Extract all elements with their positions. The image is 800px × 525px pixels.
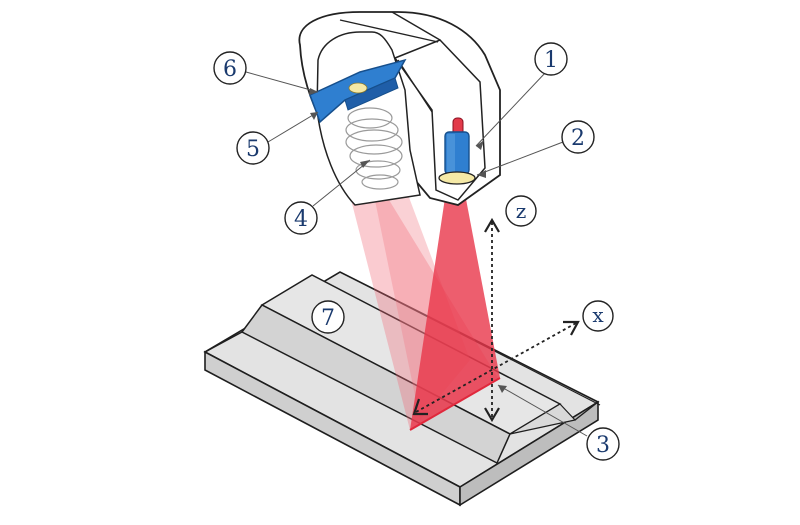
callouts: 1 2 3 4 5 6 7 (213, 42, 620, 461)
callout-1: 1 (534, 42, 568, 76)
x-axis-line (415, 321, 579, 413)
filter (348, 82, 368, 94)
lens (438, 171, 476, 185)
workpiece-rib-end (509, 403, 577, 435)
callout-2-label: 2 (571, 126, 585, 151)
z-axis-label: z (516, 199, 527, 223)
laser-beam (410, 178, 500, 430)
laser-source (438, 117, 476, 185)
callout-5-label: 5 (246, 137, 260, 162)
z-axis-arrow-bottom (484, 407, 500, 423)
callout-4-label: 4 (294, 207, 308, 232)
x-axis-arrow-left (412, 398, 428, 416)
laser-line-on-workpiece (409, 377, 501, 431)
x-axis-label: x (592, 303, 604, 327)
callout-1-label: 1 (544, 48, 558, 73)
callout-7: 7 (311, 300, 345, 334)
callout-3-label: 3 (596, 433, 610, 458)
x-axis-arrow-right (563, 320, 580, 336)
callout-4: 4 (284, 201, 318, 235)
callout-7-label: 7 (321, 306, 335, 331)
callout-6: 6 (213, 51, 247, 85)
workpiece-base-right (459, 400, 599, 507)
leader-arrowheads (309, 88, 507, 393)
camera-sensor (309, 58, 407, 124)
leader-lines (245, 71, 588, 437)
callout-5: 5 (236, 131, 270, 165)
imaging-lens (345, 107, 403, 190)
callout-3: 3 (586, 427, 620, 461)
z-axis-arrow-top (484, 217, 500, 233)
callout-2: 2 (561, 120, 595, 154)
axes: z x (412, 195, 614, 423)
callout-6-label: 6 (223, 57, 237, 82)
